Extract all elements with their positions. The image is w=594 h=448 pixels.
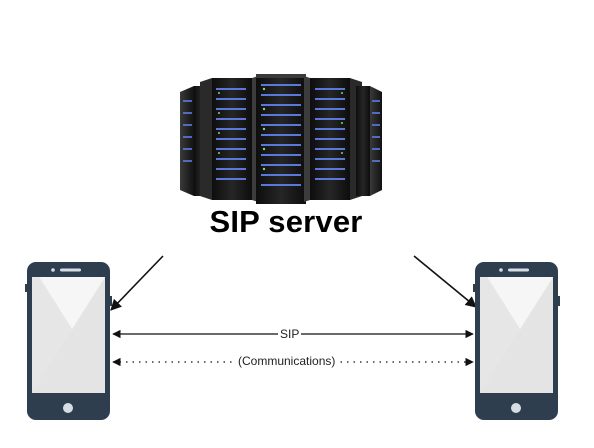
smartphone-icon: [25, 262, 112, 420]
server-to-left-phone-arrow: [110, 255, 164, 311]
rack-unit-4: [304, 76, 362, 202]
communications-label: (Communications): [236, 354, 338, 368]
sip-label: SIP: [278, 327, 302, 341]
server-rack-icon: [180, 74, 382, 204]
rack-unit-5: [356, 86, 382, 196]
rack-unit-2: [200, 76, 258, 202]
smartphone-icon: [473, 262, 560, 420]
server-title: SIP server: [209, 204, 363, 239]
rack-unit-3: [256, 74, 306, 204]
server-to-right-phone-arrow: [413, 255, 477, 308]
